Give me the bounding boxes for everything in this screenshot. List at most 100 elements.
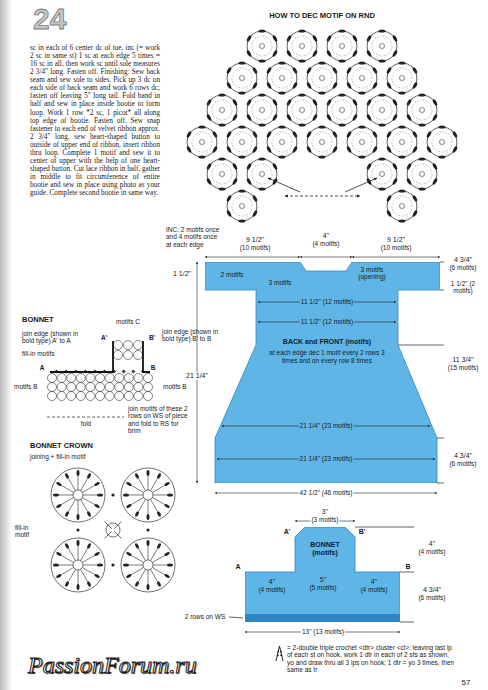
crown-motif xyxy=(51,468,105,522)
shape-title: BACK and FRONT (motifs) xyxy=(272,338,382,346)
motif-petal xyxy=(259,93,266,96)
motif-inner xyxy=(192,132,212,152)
dimension-label: 2 rows on WS xyxy=(185,613,225,620)
motif-petal xyxy=(239,61,246,64)
motif-petal xyxy=(299,123,306,126)
motif-petal xyxy=(399,91,406,94)
motif-petal xyxy=(306,146,312,154)
motif-petal xyxy=(259,29,266,32)
motif-petal xyxy=(326,35,332,43)
motif-center xyxy=(380,108,385,113)
dimension-label: INC: 2 motifs once and 4 motifs once at … xyxy=(166,226,222,248)
dimension-label: 4" xyxy=(323,232,329,240)
crown-petal xyxy=(123,494,129,497)
motif-petal xyxy=(346,131,352,139)
dimension-label: 9 1/2" xyxy=(246,236,264,244)
motif-petal xyxy=(439,155,446,158)
joining-point xyxy=(111,563,114,566)
decrease-arrow xyxy=(268,178,300,192)
motif-petal xyxy=(412,146,418,154)
motif-petal xyxy=(239,155,246,158)
motif-circle xyxy=(247,31,277,61)
bonnet-motif xyxy=(86,383,95,392)
bonnet-motif xyxy=(57,383,66,392)
motif-petal xyxy=(366,35,372,43)
motif-petal xyxy=(319,125,326,128)
motif-center xyxy=(280,76,285,81)
motif-petal xyxy=(259,123,266,126)
watermark: PassionForum.ru xyxy=(28,652,197,680)
bonnet-motif xyxy=(124,341,133,350)
bonnet-motif xyxy=(144,392,153,401)
crown-spoke xyxy=(78,500,79,514)
crown-petal xyxy=(97,494,103,497)
motif-inner xyxy=(252,100,272,120)
motif-petal xyxy=(299,93,306,96)
pattern-number: 24 xyxy=(33,4,66,34)
motif-petal xyxy=(239,189,246,192)
bonnet-motif xyxy=(144,383,153,392)
dimension-label: 11 3/4" xyxy=(452,356,473,364)
motif-inner xyxy=(392,196,412,216)
dimension-label: (15 motifs) xyxy=(448,364,479,371)
motif-petal xyxy=(379,59,386,62)
crown-petal xyxy=(94,551,101,557)
dimension-label: 5" xyxy=(320,576,326,584)
dimension-label: BONNET CROWN xyxy=(30,442,93,451)
motif-petal xyxy=(412,131,418,139)
motif-inner xyxy=(352,132,372,152)
motif-petal xyxy=(312,35,318,43)
motif-petal xyxy=(206,178,212,186)
crown-center xyxy=(73,490,83,500)
diagram-heading: HOW TO DEC MOTIF ON RND xyxy=(269,12,375,21)
motif-petal xyxy=(272,114,278,122)
motif-petal xyxy=(319,155,326,158)
motif-petal xyxy=(306,82,312,90)
dimension-label: 4 3/4" xyxy=(454,256,472,264)
motif-circle xyxy=(247,95,277,125)
fill-in-spoke xyxy=(105,522,112,529)
motif-petal xyxy=(252,67,258,75)
motif-petal xyxy=(426,146,432,154)
motif-petal xyxy=(246,99,252,107)
motif-petal xyxy=(239,219,246,222)
motif-center xyxy=(240,140,245,145)
motif-petal xyxy=(399,219,406,222)
motif-inner xyxy=(232,68,252,88)
garment-shape: BACK and FRONT (motifs)at each edge dec … xyxy=(205,262,440,483)
motif-circle xyxy=(427,127,457,157)
bonnet-motif xyxy=(124,351,133,360)
decrease-arrow xyxy=(285,196,360,197)
motif-petal xyxy=(246,114,252,122)
crown-spoke xyxy=(132,498,144,505)
crown-petal xyxy=(77,540,80,546)
motif-petal xyxy=(419,93,426,96)
motif-petal xyxy=(412,210,418,218)
crown-spoke xyxy=(148,570,149,584)
bonnet-motif xyxy=(114,351,123,360)
dimension-label: (6 motifs) xyxy=(449,460,476,467)
crown-petal xyxy=(164,503,171,509)
crown-spoke xyxy=(151,569,158,581)
motif-petal xyxy=(406,178,412,186)
motif-petal xyxy=(246,178,252,186)
joining-point xyxy=(146,528,149,531)
dimension-label: (5 motifs) xyxy=(309,584,336,591)
motif-petal xyxy=(326,114,332,122)
fill-in-motif xyxy=(122,369,126,373)
crown-spoke xyxy=(59,495,73,496)
motif-petal xyxy=(252,195,258,203)
motif-center xyxy=(300,44,305,49)
motif-center xyxy=(400,76,405,81)
motif-center xyxy=(400,204,405,209)
motif-center xyxy=(320,76,325,81)
motif-petal xyxy=(346,146,352,154)
motif-circle xyxy=(247,159,277,189)
motif-petal xyxy=(392,35,398,43)
motif-circle xyxy=(367,95,397,125)
motif-petal xyxy=(252,82,258,90)
motif-circle xyxy=(407,95,437,125)
motif-inner xyxy=(332,36,352,56)
crown-petal xyxy=(156,543,162,550)
motif-center xyxy=(220,172,225,177)
